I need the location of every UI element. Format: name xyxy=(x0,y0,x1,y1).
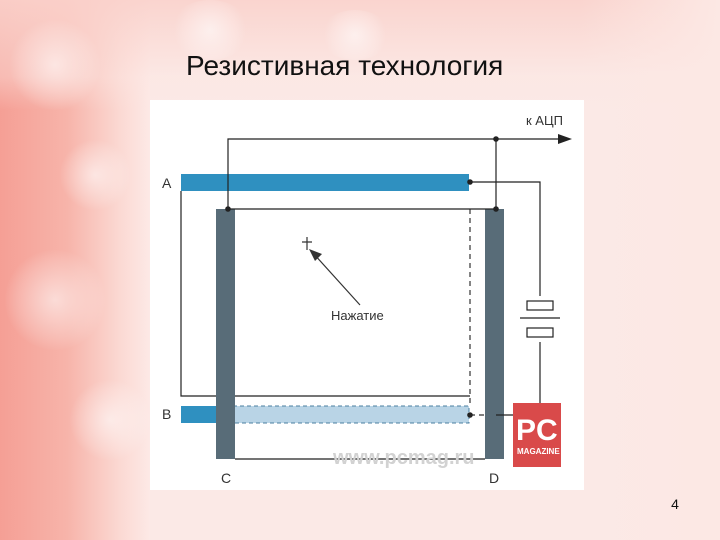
resistive-touch-diagram: www.pcmag.ru PC MAGAZINE к АЦП A B C D Н… xyxy=(150,100,584,490)
battery-wire-top xyxy=(470,181,541,296)
watermark-url: www.pcmag.ru xyxy=(332,447,475,469)
slide-title: Резистивная технология xyxy=(186,50,504,81)
adc-wire-left xyxy=(227,138,558,209)
background-flower xyxy=(170,0,250,60)
electrode-d-label: D xyxy=(489,470,499,486)
junction-dot xyxy=(225,206,231,212)
press-pointer-arrow-icon xyxy=(309,249,322,261)
strip-b-hidden xyxy=(218,405,470,424)
electrode-c-label: C xyxy=(221,470,231,486)
page-number: 4 xyxy=(671,496,679,512)
pc-magazine-logo xyxy=(513,403,561,467)
background-right-decoration xyxy=(580,0,720,540)
logo-letters: PC xyxy=(516,414,558,447)
press-label: Нажатие xyxy=(331,308,384,323)
electrode-d xyxy=(485,209,504,459)
press-point-cross-icon xyxy=(302,237,312,250)
junction-dot xyxy=(493,136,499,142)
logo-subtitle: MAGAZINE xyxy=(517,447,560,456)
strip-b-label: B xyxy=(162,406,171,422)
background-flower xyxy=(70,380,150,460)
electrode-c xyxy=(216,209,235,459)
strip-a xyxy=(181,174,469,191)
battery-cell-top xyxy=(526,300,554,311)
junction-dot xyxy=(493,206,499,212)
frame-wire xyxy=(180,191,470,397)
background-flower xyxy=(10,20,100,110)
press-pointer-line xyxy=(312,252,361,306)
background-flower xyxy=(60,140,130,210)
background-flower xyxy=(5,250,105,350)
battery-cell-bottom xyxy=(526,327,554,338)
junction-dot xyxy=(467,179,473,185)
adc-arrow xyxy=(558,134,572,144)
junction-dot xyxy=(467,412,473,418)
strip-a-label: A xyxy=(162,175,172,191)
strip-b xyxy=(181,406,219,423)
background-flower xyxy=(320,10,390,60)
adc-output-label: к АЦП xyxy=(526,113,563,128)
